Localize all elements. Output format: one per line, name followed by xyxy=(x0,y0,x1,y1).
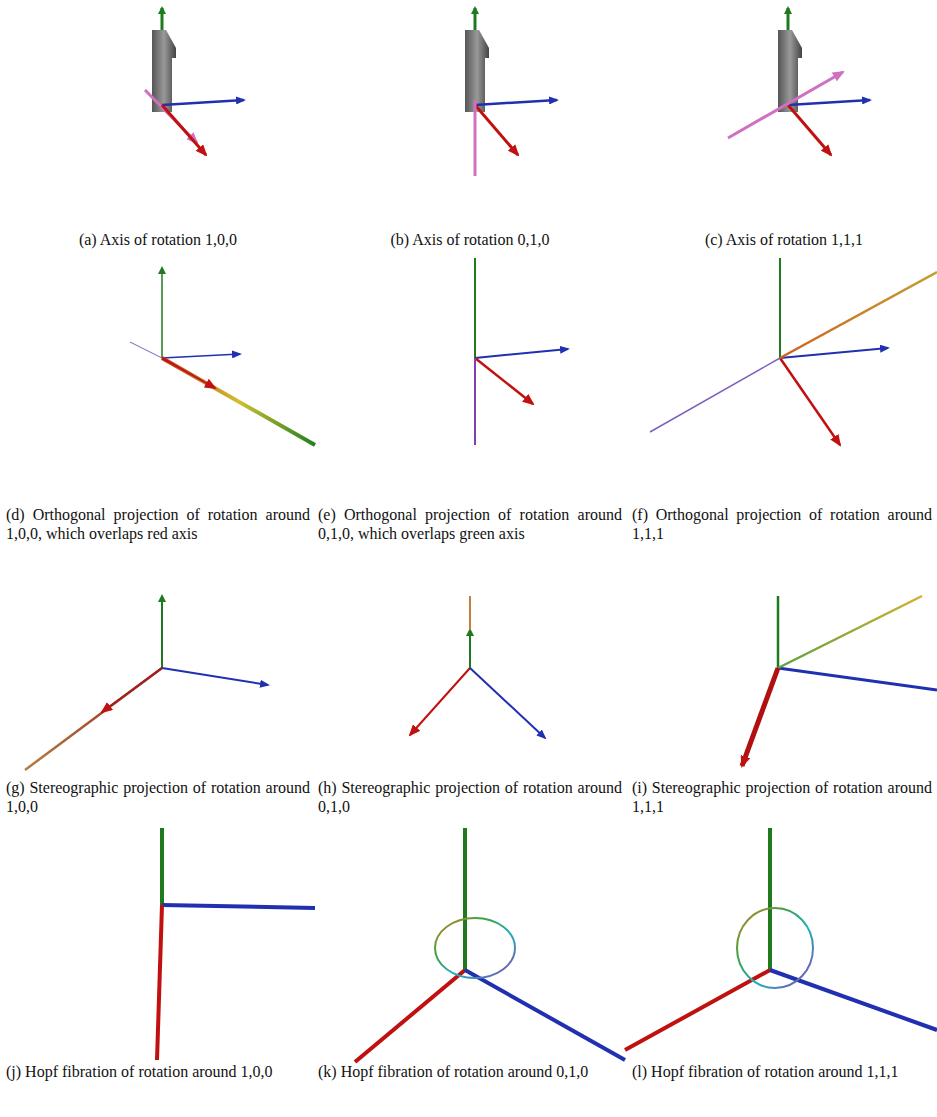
panel-k xyxy=(355,828,625,1062)
figure-line xyxy=(25,668,162,770)
subfigure-caption: (j) Hopf fibration of rotation around 1,… xyxy=(6,1062,310,1081)
figure-line xyxy=(474,358,476,445)
figure-line xyxy=(778,596,922,668)
figure-line xyxy=(780,358,840,445)
figure-line xyxy=(470,668,545,738)
panel-i xyxy=(742,596,937,766)
figure-line xyxy=(162,105,206,155)
figure-ellipse xyxy=(737,908,813,988)
subfigure-caption: (i) Stereographic projection of rotation… xyxy=(632,778,932,816)
panel-h xyxy=(410,596,545,738)
figure-line xyxy=(475,100,557,105)
figure-line xyxy=(780,272,937,358)
figure-line xyxy=(742,668,778,766)
figure-line xyxy=(778,668,937,690)
subfigure-caption: (d) Orthogonal projection of rotation ar… xyxy=(6,505,310,543)
figure-line xyxy=(162,358,215,388)
figure-line xyxy=(777,596,780,668)
panel-d xyxy=(130,268,315,445)
subfigure-caption: (e) Orthogonal projection of rotation ar… xyxy=(318,505,622,543)
subfigure-caption: (k) Hopf fibration of rotation around 0,… xyxy=(318,1062,622,1081)
subfigure-caption: (h) Stereographic projection of rotation… xyxy=(318,778,622,816)
figure-line xyxy=(161,268,163,358)
figure-line xyxy=(161,596,163,668)
figure-path xyxy=(778,30,802,112)
figure-line xyxy=(788,105,831,155)
figure-path xyxy=(465,30,489,112)
panel-c xyxy=(728,8,870,155)
figure-line xyxy=(768,828,772,970)
figure-line xyxy=(162,100,244,105)
panel-a xyxy=(145,8,244,155)
figure-line xyxy=(102,668,162,712)
figure-line xyxy=(410,668,470,735)
figure-line xyxy=(788,100,870,105)
figure-line xyxy=(474,100,477,176)
figure-ellipse xyxy=(435,918,515,978)
figure-line xyxy=(469,596,471,630)
figure-line xyxy=(160,828,164,905)
figure-line xyxy=(770,970,937,1030)
subfigure-caption: (l) Hopf fibration of rotation around 1,… xyxy=(632,1062,932,1081)
figure-line xyxy=(157,905,162,1060)
figure-line xyxy=(463,828,467,970)
subfigure-caption: (b) Axis of rotation 0,1,0 xyxy=(320,230,620,249)
figure-line xyxy=(475,105,518,155)
panel-e xyxy=(475,258,568,445)
panel-l xyxy=(625,828,937,1050)
figure-line xyxy=(162,354,240,358)
figure-line xyxy=(355,970,465,1062)
panel-b xyxy=(465,8,557,176)
subfigure-caption: (f) Orthogonal projection of rotation ar… xyxy=(632,505,932,543)
subfigure-caption: (g) Stereographic projection of rotation… xyxy=(6,778,310,816)
subfigure-caption: (a) Axis of rotation 1,0,0 xyxy=(8,230,308,249)
figure-line xyxy=(728,72,843,138)
figure-line xyxy=(469,630,471,668)
panel-g xyxy=(25,596,268,770)
figure-line xyxy=(130,342,162,358)
figure-line xyxy=(475,349,568,358)
figure-line xyxy=(474,258,476,358)
panel-j xyxy=(157,828,315,1060)
figure-line xyxy=(162,358,315,445)
figure-line xyxy=(465,970,625,1060)
panel-f xyxy=(650,258,937,445)
figure-line xyxy=(625,970,770,1050)
figure-line xyxy=(475,358,533,404)
figure-line xyxy=(779,258,781,358)
figure-line xyxy=(162,668,268,685)
figure-line xyxy=(162,905,315,908)
subfigure-caption: (c) Axis of rotation 1,1,1 xyxy=(634,230,934,249)
figure-line xyxy=(650,358,780,432)
